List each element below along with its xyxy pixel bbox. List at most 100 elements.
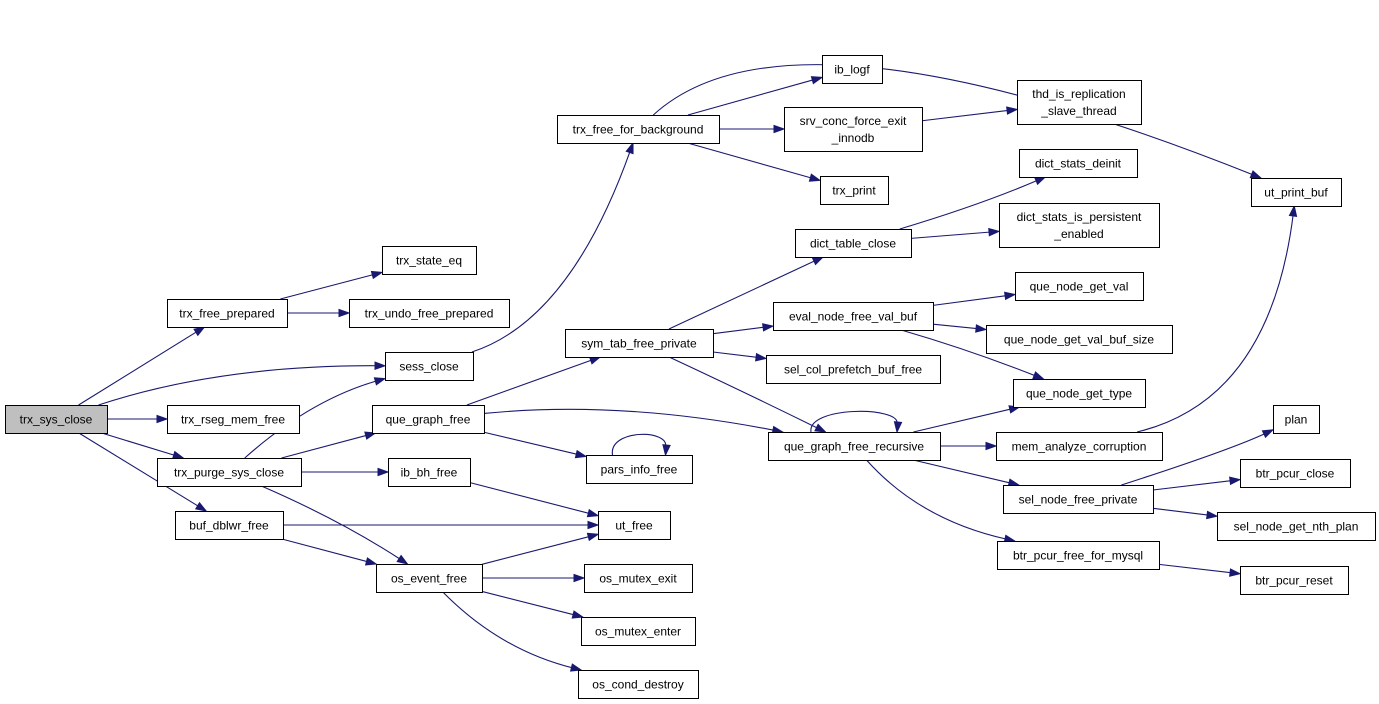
node-btr-pcur-close[interactable]: btr_pcur_close [1240,459,1351,488]
node-trx-state-eq[interactable]: trx_state_eq [382,246,477,275]
node-label: os_mutex_exit [599,572,677,586]
node-que-graph-free[interactable]: que_graph_free [372,405,485,434]
node-os-mutex-exit[interactable]: os_mutex_exit [584,564,693,593]
node-que-node-get-val-buf-size[interactable]: que_node_get_val_buf_size [986,325,1173,354]
node-trx-print[interactable]: trx_print [820,176,889,205]
node-box[interactable] [1003,485,1154,514]
node-box[interactable] [1013,379,1146,408]
node-box[interactable] [167,405,300,434]
edge-que-graph-free-to-pars-info-free-arrowhead [574,449,588,459]
node-trx-purge-sys-close[interactable]: trx_purge_sys_close [157,458,302,487]
node-label: dict_stats_is_persistent [1017,210,1142,224]
node-ib-logf[interactable]: ib_logf [822,55,883,84]
edge-os-event-free-to-ut-free-arrowhead [586,532,600,542]
node-box[interactable] [1240,566,1349,595]
node-dict-table-close[interactable]: dict_table_close [795,229,912,258]
node-btr-pcur-free-for-mysql[interactable]: btr_pcur_free_for_mysql [997,541,1160,570]
node-box[interactable] [822,55,883,84]
node-box[interactable] [584,564,693,593]
node-buf-dblwr-free[interactable]: buf_dblwr_free [175,511,284,540]
node-trx-sys-close[interactable]: trx_sys_close [5,405,108,434]
node-ut-print-buf[interactable]: ut_print_buf [1251,178,1342,207]
node-label: ut_free [615,519,653,533]
node-que-graph-free-recursive[interactable]: que_graph_free_recursive [768,432,941,461]
node-box[interactable] [598,511,671,540]
node-ut-free[interactable]: ut_free [598,511,671,540]
node-trx-rseg-mem-free[interactable]: trx_rseg_mem_free [167,405,300,434]
node-os-mutex-enter[interactable]: os_mutex_enter [581,617,696,646]
node-box[interactable] [1017,80,1142,125]
edge-trx-sys-close-to-trx-free-prepared-arrowhead [193,326,206,337]
edge-buf-dblwr-free-to-os-event-free-arrowhead [364,557,378,566]
node-box[interactable] [1240,459,1351,488]
node-box[interactable] [349,299,510,328]
node-sym-tab-free-private[interactable]: sym_tab_free_private [565,329,714,358]
node-box[interactable] [167,299,288,328]
node-box[interactable] [175,511,284,540]
node-box[interactable] [557,115,720,144]
node-box[interactable] [565,329,714,358]
node-sel-col-prefetch-buf-free[interactable]: sel_col_prefetch_buf_free [766,355,941,384]
node-box[interactable] [996,432,1163,461]
node-dict-stats-is-persistent-enabled[interactable]: dict_stats_is_persistent_enabled [999,203,1160,248]
node-label: eval_node_free_val_buf [789,310,918,324]
node-label: trx_sys_close [20,413,93,427]
node-plan[interactable]: plan [1273,405,1320,434]
node-box[interactable] [1015,272,1144,301]
node-box[interactable] [578,670,699,699]
node-trx-free-for-background[interactable]: trx_free_for_background [557,115,720,144]
node-thd-is-replication-slave-thread[interactable]: thd_is_replication_slave_thread [1017,80,1142,125]
edge-trx-sys-close-to-trx-rseg-mem-free-arrowhead [156,414,169,424]
edge-buf-dblwr-free-to-ut-free-arrowhead [587,520,600,530]
edge-trx-sys-close-to-trx-purge-sys-close [101,432,176,457]
node-box[interactable] [1273,405,1320,434]
edge-sym-tab-free-private-to-sel-col-prefetch-buf-free [712,351,759,359]
node-que-node-get-val[interactable]: que_node_get_val [1015,272,1144,301]
node-box[interactable] [1251,178,1342,207]
node-trx-free-prepared[interactable]: trx_free_prepared [167,299,288,328]
node-pars-info-free[interactable]: pars_info_free [586,455,693,484]
node-box[interactable] [784,107,923,152]
edge-que-graph-free-recursive-to-btr-pcur-free-for-mysql [866,459,1008,540]
edge-os-event-free-to-os-cond-destroy [442,591,574,669]
node-trx-undo-free-prepared[interactable]: trx_undo_free_prepared [349,299,510,328]
node-sess-close[interactable]: sess_close [385,352,474,381]
node-box[interactable] [986,325,1173,354]
node-box[interactable] [586,455,693,484]
node-box[interactable] [385,352,474,381]
node-box[interactable] [766,355,941,384]
node-box[interactable] [157,458,302,487]
node-label: sym_tab_free_private [581,337,697,351]
node-box[interactable] [382,246,477,275]
node-sel-node-get-nth-plan[interactable]: sel_node_get_nth_plan [1217,512,1376,541]
node-box[interactable] [997,541,1160,570]
node-ib-bh-free[interactable]: ib_bh_free [388,458,471,487]
node-box[interactable] [1217,512,1376,541]
edge-sel-node-free-private-to-sel-node-get-nth-plan [1152,507,1210,516]
node-dict-stats-deinit[interactable]: dict_stats_deinit [1019,149,1138,178]
edge-sel-node-free-private-to-plan [1121,432,1266,486]
node-sel-node-free-private[interactable]: sel_node_free_private [1003,485,1154,514]
node-box[interactable] [999,203,1160,248]
node-mem-analyze-corruption[interactable]: mem_analyze_corruption [996,432,1163,461]
node-os-event-free[interactable]: os_event_free [376,564,483,593]
node-box[interactable] [820,176,889,205]
node-srv-conc-force-exit-innodb[interactable]: srv_conc_force_exit_innodb [784,107,923,152]
node-os-cond-destroy[interactable]: os_cond_destroy [578,670,699,699]
node-box[interactable] [372,405,485,434]
node-que-node-get-type[interactable]: que_node_get_type [1013,379,1146,408]
node-box[interactable] [5,405,108,434]
edge-trx-free-for-background-to-trx-print-arrowhead [808,173,822,182]
node-box[interactable] [388,458,471,487]
node-eval-node-free-val-buf[interactable]: eval_node_free_val_buf [773,302,934,331]
node-box[interactable] [768,432,941,461]
edge-trx-sys-close-to-buf-dblwr-free-arrowhead [194,501,208,512]
node-btr-pcur-reset[interactable]: btr_pcur_reset [1240,566,1349,595]
node-box[interactable] [795,229,912,258]
node-box[interactable] [1019,149,1138,178]
node-label: dict_stats_deinit [1035,157,1122,171]
node-box[interactable] [581,617,696,646]
node-box[interactable] [773,302,934,331]
node-box[interactable] [376,564,483,593]
node-label: sess_close [399,360,459,374]
